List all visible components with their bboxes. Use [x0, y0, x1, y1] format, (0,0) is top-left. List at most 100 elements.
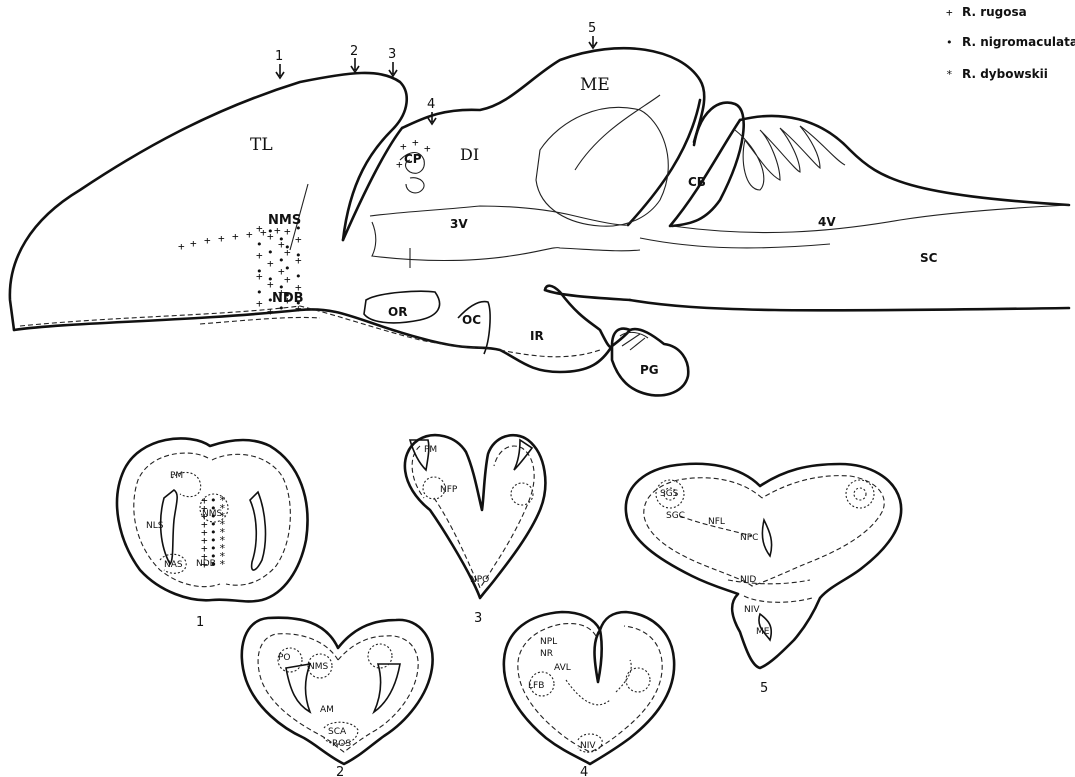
- cell-scatter: +++++++++•+•+•+•+•+•+•+•+•+•+•+•+•+•+•+•…: [178, 136, 431, 318]
- section-1-label-pm: PM: [170, 471, 183, 481]
- cerebellum-folia: [735, 126, 845, 190]
- section-5-label-sgs: SGS: [660, 489, 679, 499]
- section-1: +•*+•*+•*+•*+•*+•*+•*+•*+•* PM NMS NLS N…: [117, 438, 307, 630]
- section-4-label-lfb: LFB: [528, 681, 544, 691]
- label-pg: PG: [640, 363, 659, 377]
- label-me: ME: [580, 75, 610, 95]
- section-arrow-5: [589, 36, 597, 48]
- marker-2: *: [219, 558, 226, 571]
- section-1-label-nls: NLS: [146, 521, 164, 531]
- section-2-label-ros: ROS: [332, 739, 351, 749]
- section-5-sgs-right-core: [854, 488, 866, 500]
- label-cb: CB: [688, 175, 706, 189]
- marker-0: +: [256, 270, 263, 283]
- marker-rugosa: +: [204, 234, 211, 247]
- legend-label-rugosa: R. rugosa: [962, 5, 1027, 19]
- section-4-label-niv: NIV: [580, 741, 596, 751]
- section-5-divider: [744, 596, 812, 602]
- marker-0: +: [267, 305, 274, 318]
- section-5-label-nid: NID: [740, 575, 756, 585]
- section-mark-3: 3: [388, 47, 396, 62]
- marker-0: +: [267, 257, 274, 270]
- section-2-label-am: AM: [320, 705, 334, 715]
- marker-0: +: [267, 278, 274, 291]
- marker-rugosa: +: [246, 228, 253, 241]
- telencephalon-outline: [10, 73, 407, 330]
- section-3-label-npo: NPO: [470, 575, 489, 585]
- marker-0: +: [284, 273, 291, 286]
- section-5-label-sgc: SGC: [666, 511, 685, 521]
- section-2-ventricle-right: [374, 664, 400, 712]
- section-1-label-nas: NAS: [164, 560, 183, 570]
- legend: + R. rugosa • R. nigromaculata * R. dybo…: [946, 5, 1075, 81]
- section-4-label-nr: NR: [540, 649, 553, 659]
- section-1-ventricle-right: [250, 492, 265, 570]
- label-or: OR: [388, 305, 407, 319]
- legend-label-nigromaculata: R. nigromaculata: [962, 35, 1075, 49]
- section-arrow-3: [389, 62, 397, 76]
- section-1-number: 1: [196, 615, 204, 630]
- tectum-inner: [536, 107, 668, 226]
- section-2-ventricle-left: [286, 664, 310, 712]
- label-ndb: NDB: [272, 291, 304, 306]
- marker-rugosa: +: [232, 230, 239, 243]
- fourth-ventricle-line: [672, 205, 1069, 233]
- section-arrows: [276, 36, 597, 124]
- label-nms: NMS: [268, 213, 301, 228]
- label-ir: IR: [530, 329, 544, 343]
- section-2-label-po: PO: [278, 653, 291, 663]
- section-2-label-sca: SCA: [328, 727, 347, 737]
- marker-0: +: [295, 254, 302, 267]
- medulla-top: [740, 116, 1069, 205]
- section-arrow-2: [351, 58, 359, 72]
- marker-0: +: [256, 249, 263, 262]
- section-mark-1: 1: [275, 49, 283, 64]
- section-mark-4: 4: [427, 97, 435, 112]
- section-1-label-nms: NMS: [202, 509, 222, 519]
- legend-symbol-dybowskii: *: [946, 68, 953, 81]
- spinal-cord-bottom: [630, 300, 1069, 310]
- section-5: SGS SGC NFL NPC NID NIV ME 5: [626, 464, 901, 696]
- section-4-label-avl: AVL: [554, 663, 571, 673]
- marker-0: +: [256, 222, 263, 235]
- label-di: DI: [460, 145, 479, 164]
- section-4-label-npl: NPL: [540, 637, 557, 647]
- section-3-label-pm: PM: [424, 445, 437, 455]
- marker-rugosa: +: [396, 158, 403, 171]
- section-mark-2: 2: [350, 44, 358, 59]
- label-cp: CP: [404, 152, 422, 166]
- marker-rugosa: +: [412, 136, 419, 149]
- label-oc: OC: [462, 313, 481, 327]
- ventral-dashed-2: [200, 317, 320, 324]
- label-4v: 4V: [818, 215, 836, 229]
- section-3: PM NFP NPO 3: [405, 435, 545, 626]
- section-3-number: 3: [474, 611, 482, 626]
- cerebellum-front: [670, 120, 740, 226]
- section-4-lfb-right: [626, 668, 650, 692]
- section-4-number: 4: [580, 765, 588, 777]
- tectum-arc: [575, 95, 660, 170]
- marker-rugosa: +: [190, 237, 197, 250]
- sagittal-view: +++++++++•+•+•+•+•+•+•+•+•+•+•+•+•+•+•+•…: [10, 21, 1069, 395]
- section-3-outline: [405, 435, 545, 598]
- section-2-label-nms: NMS: [308, 662, 328, 672]
- section-arrow-1: [276, 64, 284, 78]
- section-5-label-npc: NPC: [740, 533, 758, 543]
- legend-symbol-rugosa: +: [946, 6, 953, 19]
- section-5-label-me: ME: [756, 627, 770, 637]
- cerebellum-outline: [672, 103, 744, 226]
- section-2: PO NMS AM SCA ROS 2: [242, 618, 433, 777]
- fourth-ventricle-floor: [640, 238, 830, 248]
- section-5-label-nfl: NFL: [708, 517, 725, 527]
- marker-rugosa: +: [178, 240, 185, 253]
- cerebellum-inner: [628, 100, 700, 225]
- section-3-nfp-right: [511, 483, 533, 505]
- section-5-aqueduct: [762, 520, 771, 556]
- ventral-dashed-3: [500, 350, 600, 357]
- label-tl: TL: [250, 135, 273, 155]
- marker-rugosa: +: [218, 232, 225, 245]
- section-5-number: 5: [760, 681, 768, 696]
- section-mark-5: 5: [588, 21, 596, 36]
- marker-0: +: [256, 297, 263, 310]
